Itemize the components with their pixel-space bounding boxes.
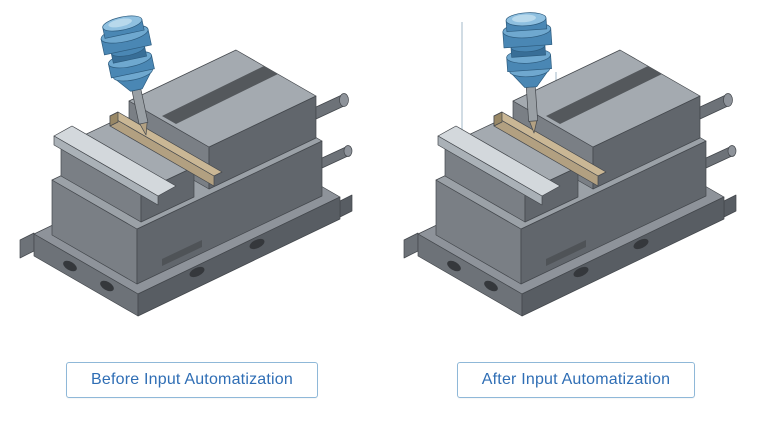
- after-label-text: After Input Automatization: [481, 371, 671, 388]
- before-label: Before Input Automatization: [66, 362, 318, 398]
- vise-before: [19, 49, 353, 317]
- panel-after: After Input Automatization: [384, 0, 768, 432]
- panel-before: Before Input Automatization: [19, 12, 353, 398]
- vise-render-after: [403, 12, 737, 317]
- before-label-text: Before Input Automatization: [91, 371, 293, 388]
- vise-after: [403, 49, 737, 317]
- after-label: After Input Automatization: [456, 362, 696, 398]
- vise-render-before: [19, 12, 353, 317]
